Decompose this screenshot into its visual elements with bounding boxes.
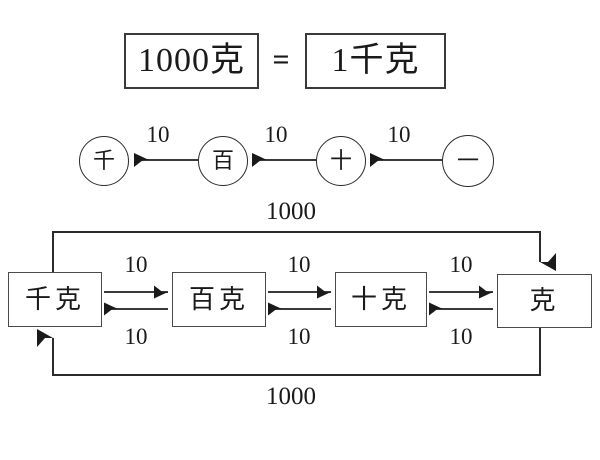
circle-arrow-label-1: 10 [146, 121, 170, 147]
reverse-label-3: 10 [449, 323, 473, 349]
top-bracket [52, 231, 556, 272]
circle-arrow-label-3: 10 [387, 121, 411, 147]
top-bracket-label: 1000 [266, 197, 316, 225]
unit-box-baike: 百克 [172, 272, 266, 327]
bottom-bracket [37, 327, 541, 376]
box-chain-arrows [104, 285, 493, 316]
reverse-label-1: 10 [124, 323, 148, 349]
circle-qian: 千 [79, 136, 129, 186]
equals-sign: = [272, 43, 290, 76]
unit-box-qianke: 千克 [8, 272, 102, 327]
forward-label-2: 10 [287, 251, 311, 277]
forward-label-3: 10 [449, 251, 473, 277]
unit-box-shike: 十克 [335, 272, 427, 327]
bottom-bracket-path [37, 327, 541, 376]
top-bracket-path [52, 231, 556, 272]
circle-bai: 百 [198, 136, 248, 186]
circle-arrow-label-2: 10 [264, 121, 288, 147]
unit-box-ke: 克 [497, 274, 592, 328]
circle-shi: 十 [316, 136, 366, 186]
equation-right-box: 1千克 [305, 33, 446, 89]
circle-yi: 一 [442, 135, 494, 187]
equation-left-box: 1000克 [124, 33, 259, 89]
bottom-bracket-label: 1000 [266, 382, 316, 410]
forward-label-1: 10 [124, 251, 148, 277]
reverse-label-2: 10 [287, 323, 311, 349]
